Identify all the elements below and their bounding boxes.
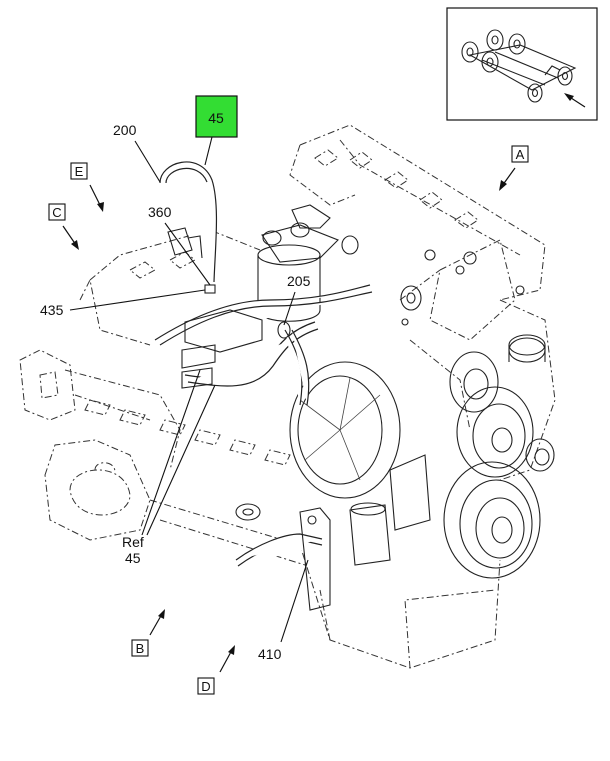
callout-ref-45[interactable]: Ref 45 xyxy=(122,369,216,566)
callout-45-highlight[interactable]: 45 xyxy=(195,95,238,166)
callout-435-label: 435 xyxy=(40,302,64,318)
callout-200-label: 200 xyxy=(113,122,137,138)
callout-360-label: 360 xyxy=(148,204,172,220)
callout-200[interactable]: 200 xyxy=(113,122,161,183)
callout-ref-text: Ref xyxy=(122,534,144,550)
engine-block xyxy=(19,124,556,669)
pulleys xyxy=(443,334,555,579)
view-label-C[interactable]: C xyxy=(48,203,79,250)
view-label-B[interactable]: B xyxy=(131,609,165,657)
callout-360[interactable]: 360 xyxy=(148,204,211,286)
view-label-A-text: A xyxy=(516,147,525,162)
view-label-C-text: C xyxy=(52,205,61,220)
locator-inset xyxy=(446,7,598,121)
wiring-harness xyxy=(154,161,373,611)
view-label-E[interactable]: E xyxy=(70,162,104,212)
callout-ref-number: 45 xyxy=(125,550,141,566)
view-label-B-text: B xyxy=(136,641,145,656)
view-label-A[interactable]: A xyxy=(499,145,529,191)
inset-arrow xyxy=(564,93,586,108)
view-label-D[interactable]: D xyxy=(197,645,235,695)
callout-435[interactable]: 435 xyxy=(40,289,206,318)
callout-410[interactable]: 410 xyxy=(258,559,309,662)
callout-45-highlight-label: 45 xyxy=(208,110,224,126)
fan-assembly xyxy=(289,361,431,566)
view-label-D-text: D xyxy=(201,679,210,694)
callout-410-label: 410 xyxy=(258,646,282,662)
callout-205-label: 205 xyxy=(287,273,311,289)
view-label-E-text: E xyxy=(75,164,84,179)
callout-205[interactable]: 205 xyxy=(283,273,311,326)
